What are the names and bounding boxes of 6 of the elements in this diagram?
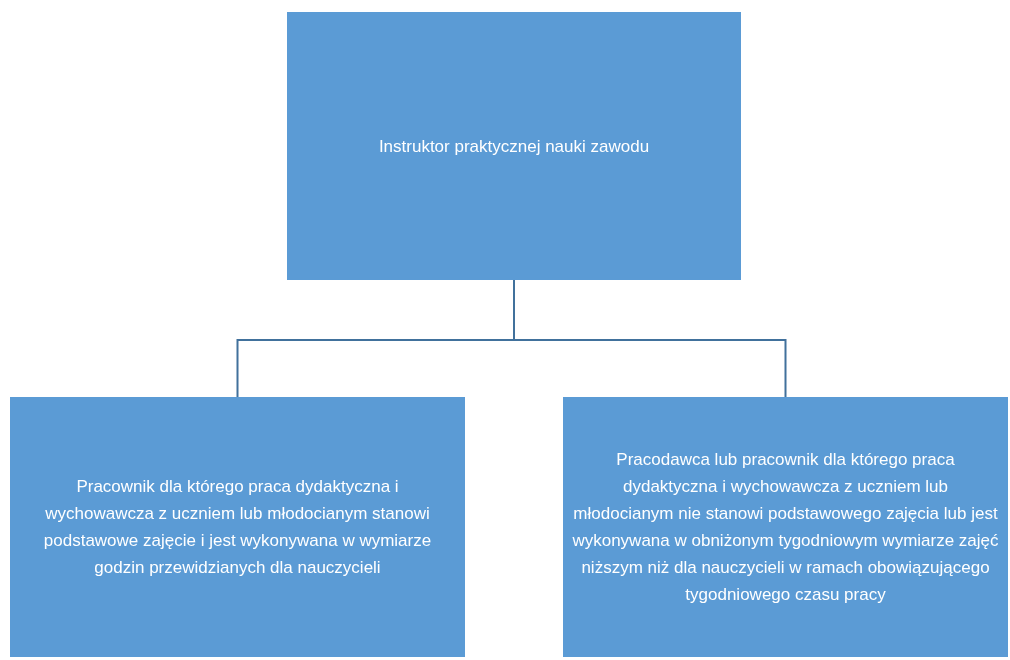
box-text: Pracownik dla którego praca dydaktyczna i wychowawcza z uczniem lub młodocianym stanowi podstawowe zajęcie i jest wykonywana w wymiarze godzin przewidzianych dla nauczycieli [42,476,433,579]
org-box [563,397,1008,657]
box-text: Pracodawca lub pracownik dla którego praca dydaktyczna i wychowawcza z uczniem lub młodocianym nie stanowi podstawowego zajęcia lub jest wykonywana w obniżonym tygodniowym wymiarze zajęć niższym niż dla nauczycieli w ramach obowiązującego tygodniowego czasu pracy [571,449,1000,606]
org-box [10,397,465,657]
org-box [287,12,741,280]
box-text: Instruktor praktycznej nauki zawodu [378,135,650,158]
